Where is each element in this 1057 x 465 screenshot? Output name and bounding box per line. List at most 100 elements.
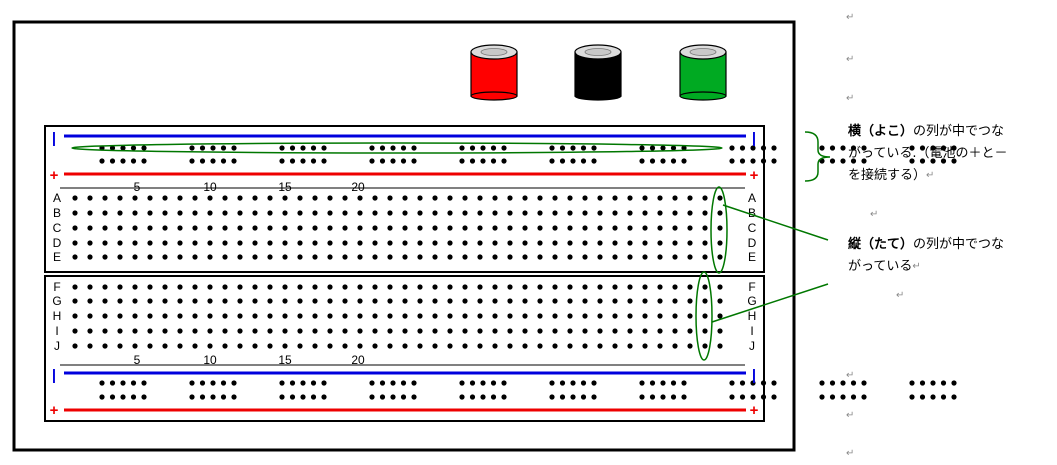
terminal-hole bbox=[417, 313, 423, 319]
upper-minus-rail-hole bbox=[681, 145, 687, 151]
lower-minus-rail-hole bbox=[300, 380, 306, 386]
terminal-hole bbox=[342, 254, 348, 260]
lower-plus-rail-hole bbox=[109, 394, 116, 400]
terminal-hole bbox=[582, 225, 588, 231]
terminal-hole bbox=[567, 313, 573, 319]
terminal-hole bbox=[132, 240, 138, 246]
terminal-hole bbox=[597, 298, 603, 304]
terminal-hole bbox=[237, 210, 243, 216]
terminal-hole bbox=[372, 225, 378, 231]
terminal-hole bbox=[207, 195, 213, 201]
lower-plus-rail-hole bbox=[411, 394, 417, 400]
terminal-hole bbox=[117, 210, 123, 216]
terminal-hole bbox=[147, 195, 153, 201]
upper-minus-rail-hole bbox=[729, 145, 735, 151]
terminal-hole bbox=[402, 240, 408, 246]
terminal-hole bbox=[402, 284, 408, 290]
terminal-hole bbox=[462, 313, 468, 319]
terminal-hole bbox=[417, 254, 423, 260]
upper-minus-rail-hole bbox=[189, 145, 195, 151]
terminal-hole bbox=[582, 284, 588, 290]
terminal-hole bbox=[597, 195, 603, 201]
lower-minus-rail-hole bbox=[670, 380, 677, 386]
upper-plus-rail-hole bbox=[660, 158, 666, 164]
lower-minus-rail-hole bbox=[231, 380, 237, 386]
plus-sign-right-lower: + bbox=[750, 402, 759, 419]
lower-minus-rail-hole bbox=[411, 380, 417, 386]
upper-plus-rail-hole bbox=[639, 158, 645, 164]
terminal-hole bbox=[87, 254, 93, 260]
row-label-left: H bbox=[53, 309, 62, 323]
lower-minus-rail-hole bbox=[591, 380, 597, 386]
terminal-hole bbox=[387, 298, 393, 304]
terminal-hole bbox=[582, 240, 588, 246]
terminal-hole bbox=[492, 284, 498, 290]
terminal-hole bbox=[612, 210, 618, 216]
terminal-hole bbox=[357, 210, 363, 216]
terminal-hole bbox=[147, 284, 153, 290]
paragraph-mark: ↵ bbox=[846, 54, 855, 65]
terminal-hole bbox=[627, 225, 633, 231]
terminal-hole bbox=[717, 195, 723, 201]
upper-plus-rail-hole bbox=[120, 158, 126, 164]
lower-plus-rail-hole bbox=[199, 394, 206, 400]
terminal-hole bbox=[462, 240, 468, 246]
upper-plus-rail-hole bbox=[279, 158, 285, 164]
terminal-hole bbox=[207, 225, 213, 231]
lower-minus-rail-hole bbox=[109, 380, 116, 386]
terminal-hole bbox=[507, 240, 513, 246]
terminal-hole bbox=[462, 195, 468, 201]
lower-minus-rail-hole bbox=[909, 380, 915, 386]
terminal-hole bbox=[552, 313, 558, 319]
upper-plus-rail-hole bbox=[729, 158, 735, 164]
upper-plus-rail-hole bbox=[771, 158, 777, 164]
column-number-top: 10 bbox=[203, 180, 217, 194]
lower-minus-rail-hole bbox=[279, 380, 285, 386]
lower-minus-rail-hole bbox=[310, 380, 317, 386]
upper-minus-rail-hole bbox=[660, 145, 666, 151]
terminal-hole bbox=[627, 195, 633, 201]
terminal-hole bbox=[492, 298, 498, 304]
terminal-hole bbox=[537, 225, 543, 231]
upper-plus-rail-hole bbox=[289, 158, 296, 164]
terminal-hole bbox=[687, 284, 693, 290]
terminal-hole bbox=[477, 240, 483, 246]
upper-minus-rail-hole bbox=[141, 145, 147, 151]
terminal-hole bbox=[297, 328, 303, 334]
terminal-hole bbox=[267, 195, 273, 201]
terminal-hole bbox=[282, 343, 288, 349]
row-label-right: B bbox=[748, 206, 756, 220]
terminal-hole bbox=[327, 328, 333, 334]
lower-minus-rail-hole bbox=[210, 380, 216, 386]
lower-minus-rail-hole bbox=[850, 380, 857, 386]
terminal-hole bbox=[672, 240, 678, 246]
brace-icon bbox=[804, 131, 831, 182]
lower-minus-rail-hole bbox=[220, 380, 227, 386]
terminal-hole bbox=[387, 343, 393, 349]
black-terminal bbox=[574, 44, 622, 101]
upper-minus-rail-hole bbox=[559, 145, 566, 151]
upper-plus-rail-hole bbox=[310, 158, 317, 164]
terminal-hole bbox=[252, 313, 258, 319]
terminal-hole bbox=[477, 343, 483, 349]
terminal-hole bbox=[522, 254, 528, 260]
terminal-hole bbox=[372, 195, 378, 201]
terminal-hole bbox=[297, 313, 303, 319]
lower-minus-rail-hole bbox=[570, 380, 576, 386]
terminal-hole bbox=[552, 195, 558, 201]
terminal-hole bbox=[72, 298, 78, 304]
terminal-hole bbox=[552, 284, 558, 290]
terminal-hole bbox=[537, 313, 543, 319]
upper-plus-rail-hole bbox=[951, 158, 957, 164]
terminal-hole bbox=[222, 195, 228, 201]
terminal-hole bbox=[222, 225, 228, 231]
terminal-hole bbox=[117, 298, 123, 304]
terminal-hole bbox=[177, 225, 183, 231]
upper-minus-rail-hole bbox=[919, 145, 926, 151]
horizontal-note-text3: を接続する） bbox=[848, 168, 927, 183]
terminal-connectors bbox=[470, 44, 727, 101]
terminal-hole bbox=[642, 225, 648, 231]
pointer-line-bottom bbox=[711, 283, 829, 323]
terminal-hole bbox=[72, 210, 78, 216]
vertical-column-highlight-top bbox=[710, 186, 728, 274]
